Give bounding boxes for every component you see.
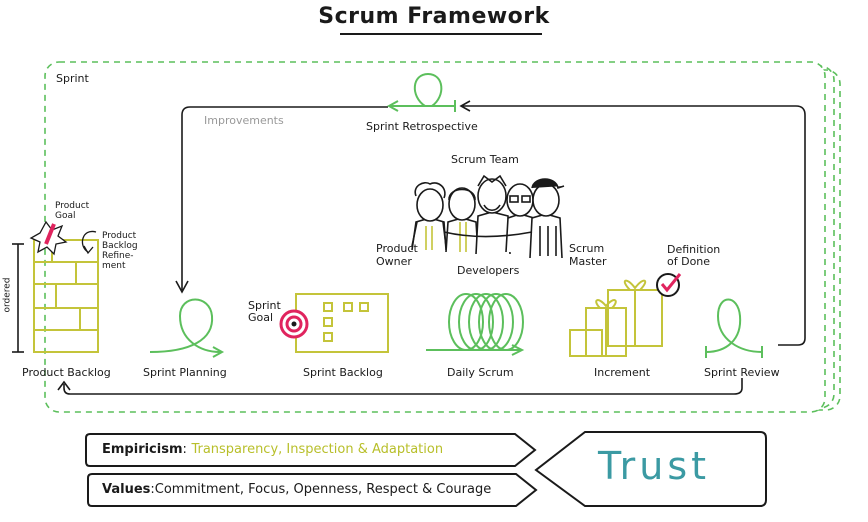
return-arrow-head <box>57 380 71 391</box>
retrospective-label: Sprint Retrospective <box>366 120 478 133</box>
sprint-goal-label: Sprint Goal <box>248 299 281 324</box>
product-goal-label: Product Goal <box>55 201 90 221</box>
product-owner-label: Product Owner <box>376 242 418 268</box>
stage-label-sprint-review: Sprint Review <box>704 366 780 379</box>
empiricism-pillars: Transparency, Inspection & Adaptation <box>191 442 444 457</box>
ordered-label: ordered <box>2 277 13 313</box>
values-label: Values <box>102 482 151 497</box>
daily-scrum-coil-icon <box>426 293 525 356</box>
empiricism-bar <box>85 433 537 467</box>
refinement-label: Product Backlog Refine- ment <box>102 231 138 271</box>
empiricism-label: Empiricism <box>102 442 183 457</box>
values-bar <box>87 473 538 507</box>
page-title: Scrum Framework <box>318 4 550 29</box>
empiricism-separator: : <box>182 442 187 457</box>
stage-label-daily-scrum: Daily Scrum <box>447 366 514 379</box>
feedback-arrow <box>462 105 806 346</box>
stage-label-sprint-planning: Sprint Planning <box>143 366 227 379</box>
scrum-team-label: Scrum Team <box>451 153 519 166</box>
improvements-arrow <box>181 106 388 290</box>
improvements-label: Improvements <box>204 114 284 127</box>
values-items: Commitment, Focus, Openness, Respect & C… <box>154 482 492 497</box>
definition-of-done-check-icon <box>656 273 682 297</box>
increment-gifts-icon <box>569 279 663 357</box>
sprint-label: Sprint <box>56 72 89 85</box>
scrum-team-illustration <box>411 174 565 259</box>
sprint-planning-loop-icon <box>149 298 225 358</box>
sprint-review-loop-icon <box>705 298 763 358</box>
values-text: Values:Commitment, Focus, Openness, Resp… <box>102 482 491 497</box>
sprint-goal-target-icon <box>279 309 309 339</box>
stage-label-product-backlog: Product Backlog <box>22 366 111 379</box>
trust-box <box>534 431 767 507</box>
stage-label-increment: Increment <box>594 366 651 379</box>
improvements-arrow-head <box>175 280 189 294</box>
empiricism-text: Empiricism: Transparency, Inspection & A… <box>102 442 443 457</box>
product-backlog-icon <box>33 239 99 353</box>
scrum-master-label: Scrum Master <box>569 242 607 268</box>
product-goal-star-icon <box>29 220 68 256</box>
return-arrow <box>63 378 743 395</box>
trust-text: Trust <box>598 444 711 488</box>
stage-label-sprint-backlog: Sprint Backlog <box>303 366 383 379</box>
principles-bars <box>85 431 767 507</box>
definition-of-done-label: Definition of Done <box>667 243 721 268</box>
retrospective-loop-icon <box>386 72 456 112</box>
developers-label: Developers <box>457 264 520 277</box>
ordered-bracket <box>12 243 24 353</box>
values-separator: : <box>150 482 155 497</box>
feedback-arrow-head-1 <box>459 100 471 112</box>
